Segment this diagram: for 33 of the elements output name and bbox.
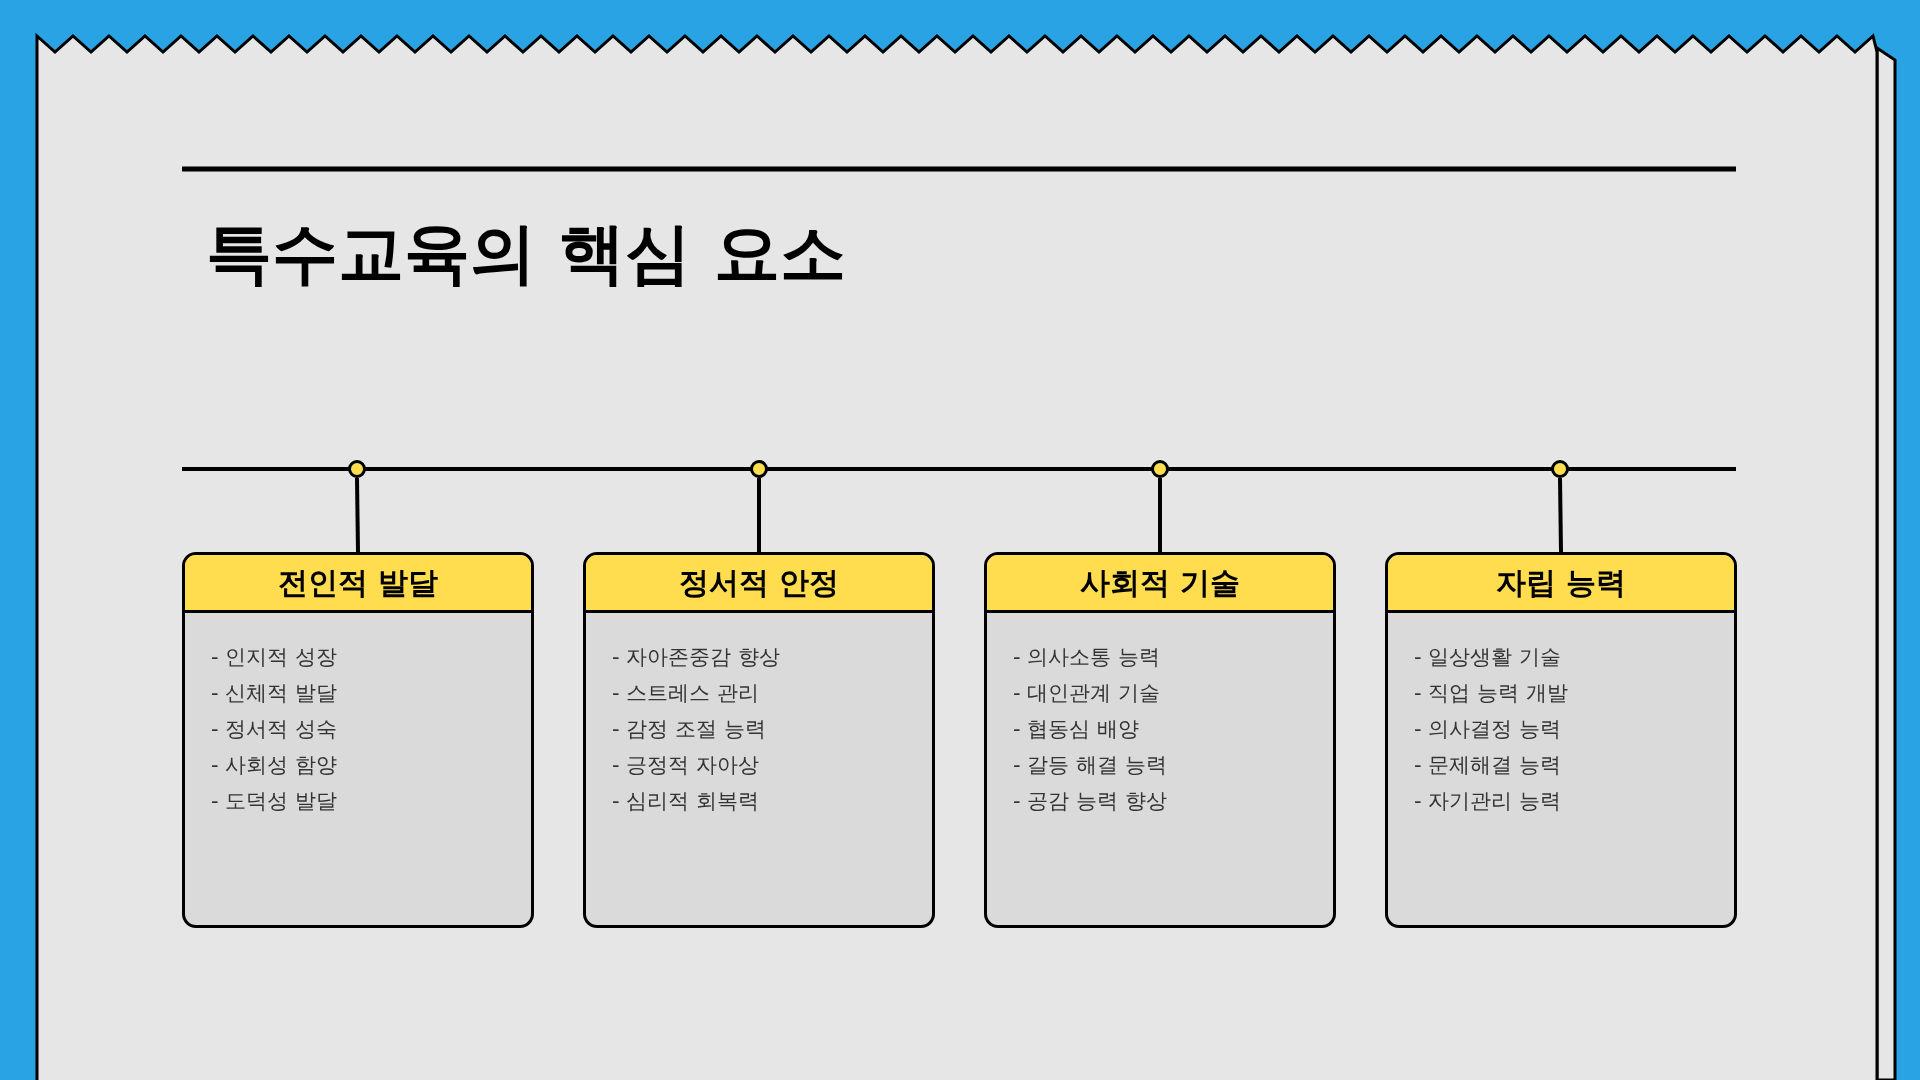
connector-line	[1558, 477, 1563, 553]
list-item: - 자아존중감 향상	[612, 644, 780, 671]
category-card	[984, 552, 1336, 928]
list-item: - 직업 능력 개발	[1414, 680, 1568, 707]
list-item: - 대인관계 기술	[1013, 680, 1160, 707]
connector-line	[757, 478, 761, 552]
list-item: - 정서적 성숙	[211, 716, 337, 743]
card-header: 전인적 발달	[185, 555, 531, 613]
list-item: - 공감 능력 향상	[1013, 788, 1167, 815]
list-item: - 신체적 발달	[211, 680, 337, 707]
title: 특수교육의 핵심 요소	[206, 218, 846, 291]
list-item: - 자기관리 능력	[1414, 788, 1561, 815]
list-item: - 긍정적 자아상	[612, 752, 759, 779]
connector-line	[355, 477, 360, 553]
list-item: - 의사결정 능력	[1414, 716, 1561, 743]
category-card	[583, 552, 935, 928]
list-item: - 인지적 성장	[211, 644, 337, 671]
list-item: - 의사소통 능력	[1013, 644, 1160, 671]
category-card	[182, 552, 534, 928]
list-item: - 갈등 해결 능력	[1013, 752, 1167, 779]
connector-line	[1158, 478, 1162, 552]
list-item: - 일상생활 기술	[1414, 644, 1561, 671]
card-header: 정서적 안정	[586, 555, 932, 613]
card-header: 자립 능력	[1388, 555, 1734, 613]
card-header: 사회적 기술	[987, 555, 1333, 613]
list-item: - 스트레스 관리	[612, 680, 759, 707]
list-item: - 사회성 함양	[211, 752, 337, 779]
list-item: - 협동심 배양	[1013, 716, 1139, 743]
list-item: - 문제해결 능력	[1414, 752, 1561, 779]
list-item: - 감정 조절 능력	[612, 716, 766, 743]
list-item: - 도덕성 발달	[211, 788, 337, 815]
category-card	[1385, 552, 1737, 928]
list-item: - 심리적 회복력	[612, 788, 759, 815]
